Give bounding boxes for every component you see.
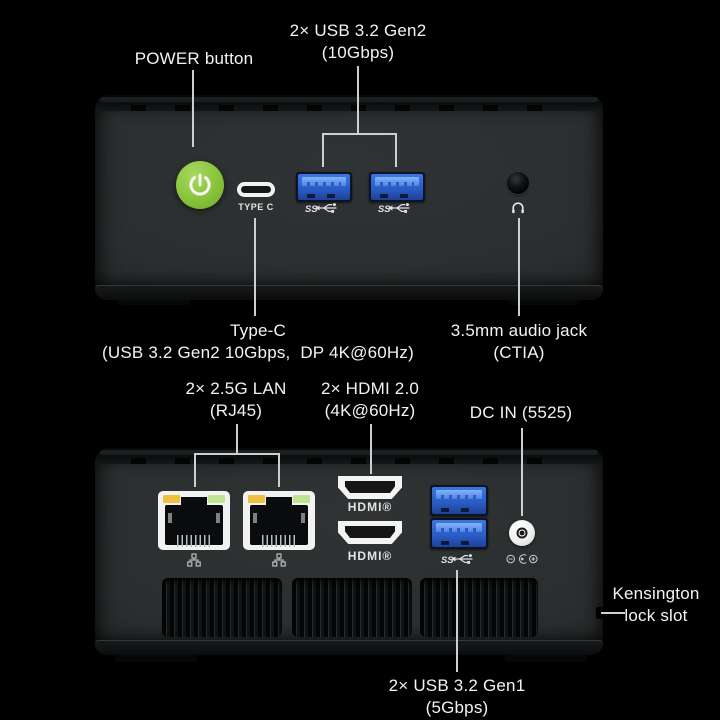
rj45-pins [262, 535, 296, 547]
label-line: 3.5mm audio jack [450, 321, 588, 340]
usb-ss-icon: SS [441, 553, 475, 565]
hdmi-logo: HDMI® [347, 500, 393, 514]
dc-in-label: DC IN (5525) [411, 402, 631, 424]
leader-line-lan-drop-left [194, 453, 196, 487]
headphone-icon [511, 200, 525, 214]
rear-foot-left [115, 652, 197, 662]
vent-grille [292, 578, 412, 637]
leader-line-usb-gen2-stem [357, 66, 359, 133]
label-line: Kensington [612, 584, 700, 603]
lan-led-green [208, 495, 225, 503]
front-top-vents [131, 105, 567, 113]
dc-in-jack [509, 520, 535, 546]
kensington-slot [596, 607, 603, 619]
hdmi-port-1 [338, 476, 402, 499]
leader-line-type-c [254, 218, 256, 316]
rear-usb-port-2 [430, 518, 488, 549]
front-usb-port-1 [296, 172, 352, 202]
label-subline: (4K@60Hz) [324, 401, 416, 420]
lan-label: 2× 2.5G LAN (RJ45) [126, 378, 346, 422]
leader-line-usb-gen2-drop-right [395, 133, 397, 167]
lan-port-1 [158, 491, 230, 550]
vent-grille [162, 578, 282, 637]
leader-line-power [192, 70, 194, 147]
leader-line-usb-gen2-drop-left [322, 133, 324, 167]
kensington-label: Kensington lock slot [596, 583, 716, 627]
label-line: 2× 2.5G LAN [185, 379, 287, 398]
front-usb-port-2 [369, 172, 425, 202]
leader-line-lan-stem [236, 424, 238, 455]
power-icon [189, 173, 211, 196]
hdmi-port-2 [338, 521, 402, 544]
leader-line-hdmi [370, 424, 372, 474]
lan-led-green [293, 495, 310, 503]
audio-jack-port [507, 172, 529, 194]
label-subline: (RJ45) [209, 401, 263, 420]
label-line: Type-C [230, 321, 286, 340]
lan-port-2 [243, 491, 315, 550]
label-line: 2× USB 3.2 Gen2 [289, 21, 427, 40]
svg-text:SS: SS [305, 204, 318, 214]
power-button-label: POWER button [84, 48, 304, 70]
ethernet-icon [187, 553, 201, 567]
power-button [176, 161, 224, 209]
rear-top-vents [131, 458, 567, 466]
vent-grille [420, 578, 538, 637]
label-line: 2× HDMI 2.0 [320, 379, 420, 398]
usb-ss-icon: SS [305, 202, 339, 214]
lan-led-yellow [163, 495, 180, 503]
leader-line-usb-gen1 [456, 570, 458, 672]
svg-text:SS: SS [441, 555, 454, 565]
rj45-pins [177, 535, 211, 547]
label-subline: lock slot [624, 606, 688, 625]
leader-line-dc-in [521, 428, 523, 516]
leader-line-lan-drop-right [278, 453, 280, 487]
type-c-label: Type-C (USB 3.2 Gen2 10Gbps, DP 4K@60Hz) [78, 320, 438, 364]
usb-ss-icon: SS [378, 202, 412, 214]
audio-jack-label: 3.5mm audio jack (CTIA) [409, 320, 629, 364]
hdmi-label: 2× HDMI 2.0 (4K@60Hz) [260, 378, 480, 422]
label-subline: (10Gbps) [321, 43, 395, 62]
ethernet-icon [272, 553, 286, 567]
rear-usb-port-1 [430, 485, 488, 516]
label-line: POWER button [134, 49, 254, 68]
usb-gen1-label: 2× USB 3.2 Gen1 (5Gbps) [347, 675, 567, 719]
svg-text:SS: SS [378, 204, 391, 214]
front-foot-right [508, 296, 580, 305]
front-foot-left [118, 296, 190, 305]
label-line: 2× USB 3.2 Gen1 [388, 676, 526, 695]
leader-line-usb-gen2-bracket [322, 133, 397, 135]
rear-foot-right [505, 652, 587, 662]
type-c-port-marking: TYPE C [238, 202, 274, 212]
dc-polarity-icon [506, 553, 538, 565]
front-bottom-edge [95, 285, 603, 300]
leader-line-lan-bracket [194, 453, 280, 455]
leader-line-kensington [601, 612, 625, 614]
label-subline: (5Gbps) [425, 698, 489, 717]
type-c-port [237, 182, 275, 197]
lan-led-yellow [248, 495, 265, 503]
usb-gen2-label: 2× USB 3.2 Gen2 (10Gbps) [248, 20, 468, 64]
hdmi-logo: HDMI® [347, 549, 393, 563]
label-line: DC IN (5525) [469, 403, 573, 422]
label-subline: (USB 3.2 Gen2 10Gbps, DP 4K@60Hz) [102, 343, 414, 362]
leader-line-audio [518, 218, 520, 316]
label-subline: (CTIA) [493, 343, 545, 362]
rear-bottom-edge [95, 640, 603, 655]
